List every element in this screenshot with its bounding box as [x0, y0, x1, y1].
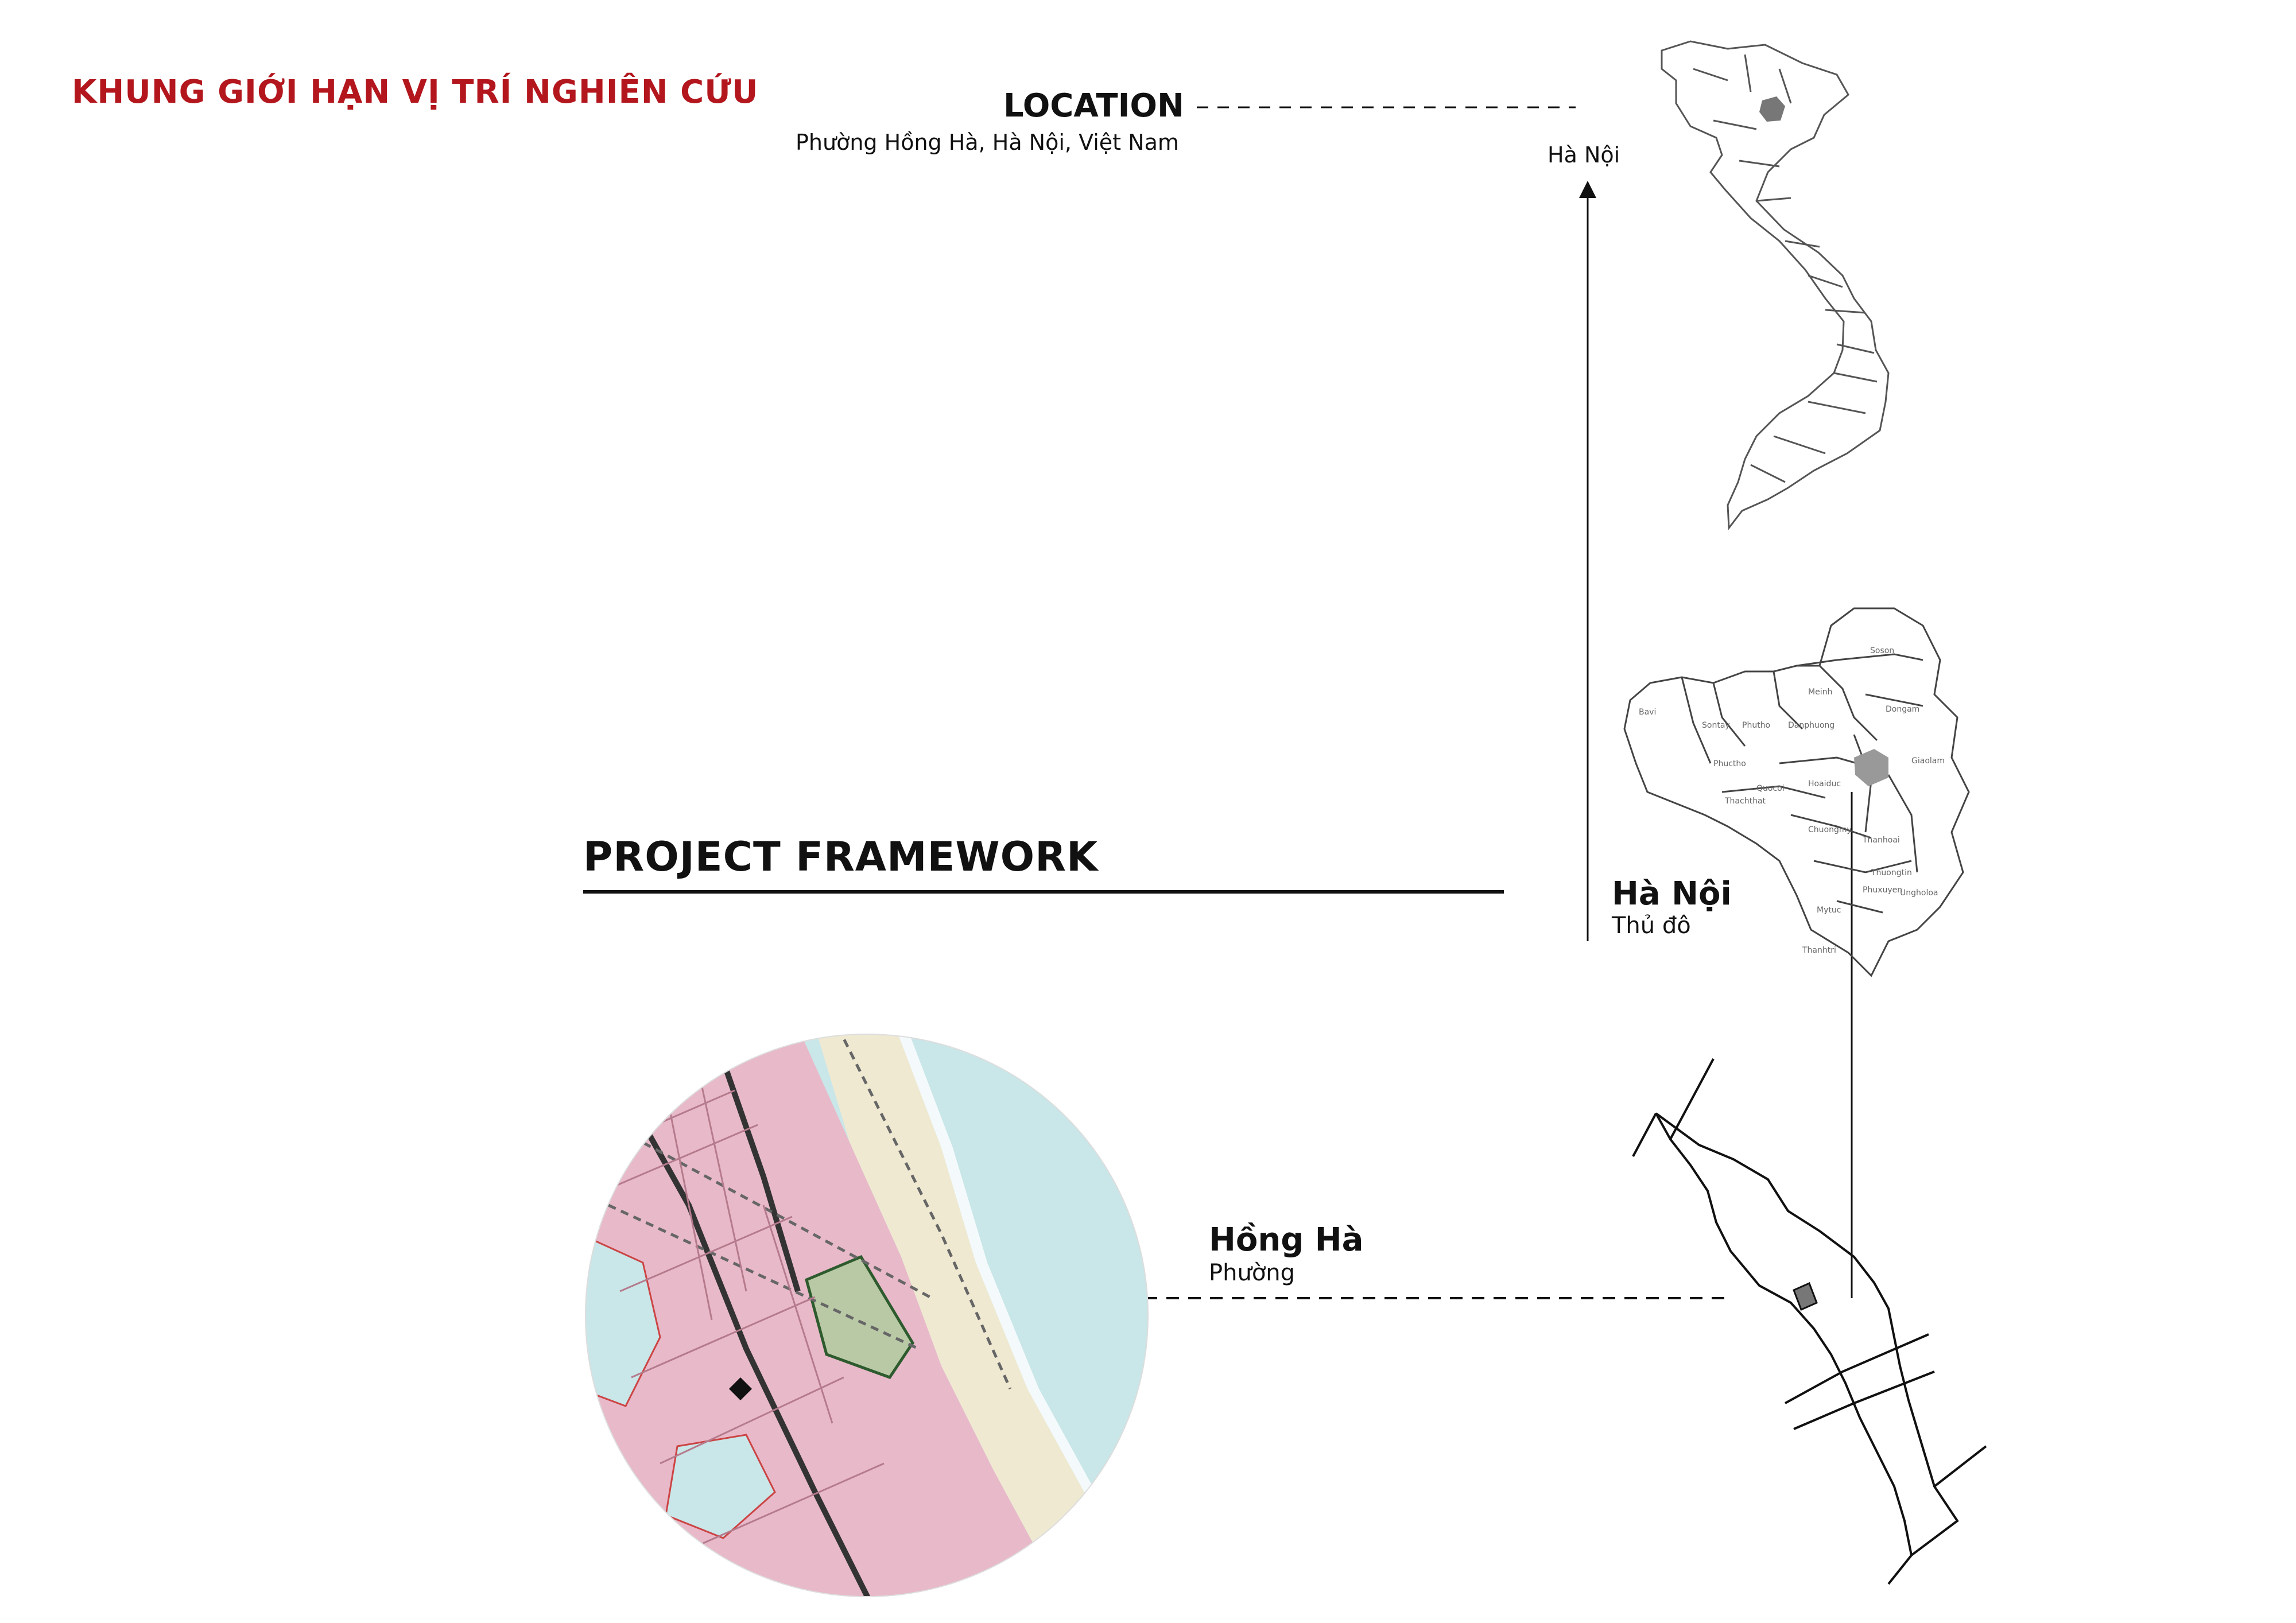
district-label: Thuongtin [1871, 868, 1912, 877]
planning-map-circle [585, 1034, 1148, 1597]
district-label: Thachthat [1724, 797, 1766, 806]
district-label: Bavi [1639, 708, 1656, 717]
hanoi-city-map [1623, 607, 1970, 977]
ward-outline-map [1632, 1058, 1987, 1585]
section-title: PROJECT FRAMEWORK [583, 833, 1099, 880]
location-title: LOCATION [1003, 87, 1184, 125]
district-label: Chuongmy [1808, 825, 1852, 834]
district-label: Thanhoai [1862, 836, 1900, 845]
district-label: Mytuc [1817, 906, 1841, 915]
district-label: Soson [1870, 646, 1894, 655]
district-label: Dongam [1886, 705, 1919, 714]
ward-type: Phường [1209, 1260, 1296, 1286]
district-label: Giaolam [1911, 756, 1945, 766]
country-map-label: Hà Nội [1548, 142, 1620, 168]
district-label: Thanhtri [1802, 946, 1836, 955]
hanoi-center-highlight [1854, 749, 1888, 786]
district-label: Phuctho [1713, 759, 1746, 768]
district-label: Hoaiduc [1808, 779, 1841, 789]
city-name: Hà Nội [1612, 875, 1732, 913]
study-site-highlight [1793, 1282, 1818, 1311]
location-address: Phường Hồng Hà, Hà Nội, Việt Nam [796, 130, 1179, 155]
page-title: KHUNG GIỚI HẠN VỊ TRÍ NGHIÊN CỨU [72, 73, 759, 111]
district-label: Phutho [1742, 721, 1770, 730]
hanoi-highlight [1759, 96, 1785, 122]
ward-name: Hồng Hà [1209, 1221, 1364, 1259]
district-label: Danphuong [1788, 721, 1835, 730]
district-label: Ungholoa [1900, 888, 1938, 898]
planning-map-border [585, 1034, 1149, 1597]
vietnam-map [1661, 40, 1890, 531]
district-label: Quocoi [1756, 784, 1785, 793]
district-label: Sontay [1702, 721, 1730, 730]
city-type: Thủ đô [1612, 913, 1691, 939]
district-label: Meinh [1808, 688, 1832, 697]
district-label: Phuxuyen [1863, 886, 1902, 895]
